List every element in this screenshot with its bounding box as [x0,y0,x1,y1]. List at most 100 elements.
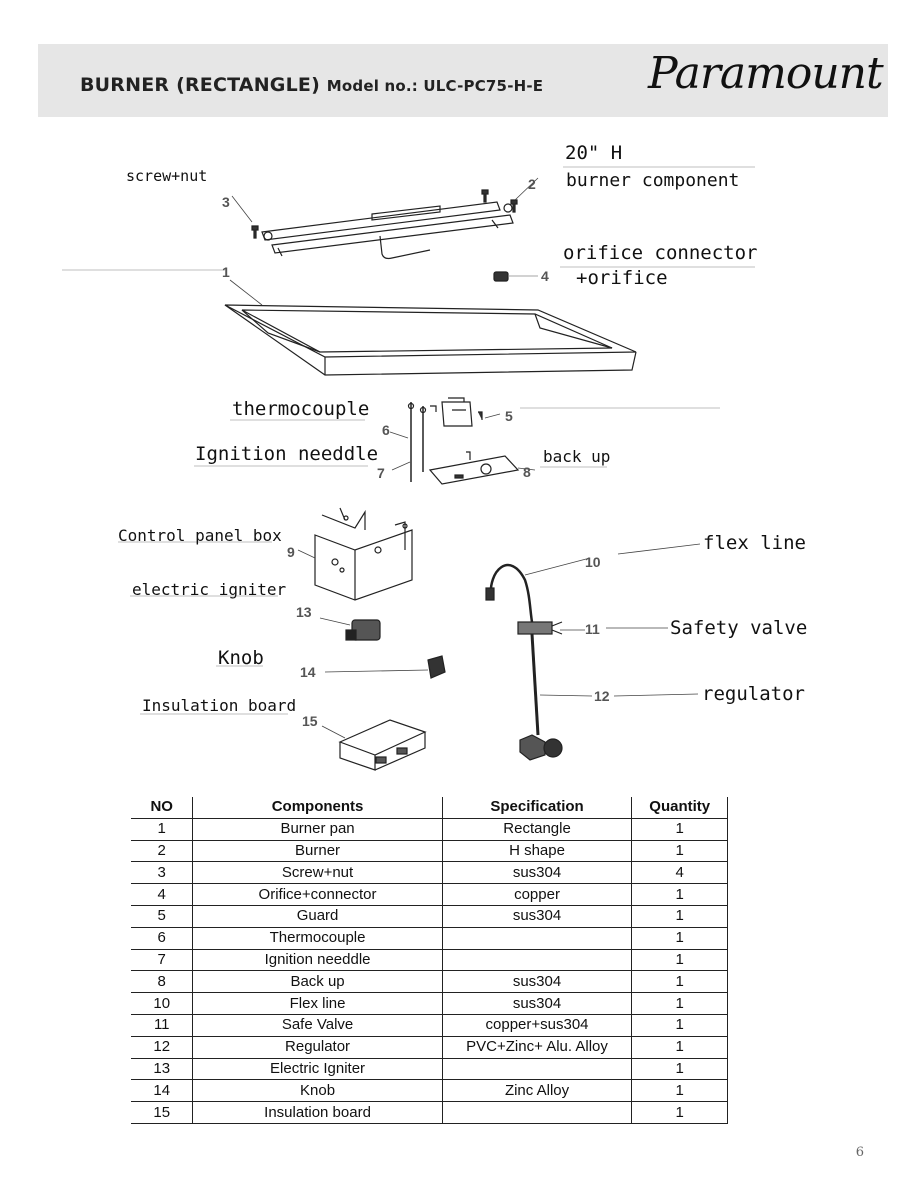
callout-12: 12 [594,688,610,704]
cell-qty: 1 [631,839,728,863]
cell-qty: 1 [631,883,728,906]
callout-15: 15 [302,713,318,729]
label-electric-igniter: electric igniter [132,580,287,599]
cell-no: 7 [131,948,194,972]
cell-qty: 1 [631,1101,728,1124]
label-knob: Knob [218,647,264,669]
label-ignition-needle: Ignition needdle [195,443,379,465]
burner-pan [224,304,637,376]
cell-no: 15 [131,1101,194,1124]
cell-no: 11 [131,1013,194,1037]
cell-spec: copper [441,883,633,906]
cell-component: Safe Valve [192,1013,443,1037]
header-quantity: Quantity [631,797,728,819]
cell-qty: 1 [631,1079,728,1103]
callout-2: 2 [528,176,536,192]
title-text: BURNER (RECTANGLE) [80,74,320,96]
cell-no: 6 [131,926,194,950]
model-number: Model no.: ULC-PC75-H-E [326,77,544,95]
cell-qty: 1 [631,904,728,928]
callout-5: 5 [505,408,513,424]
label-screw-nut: screw+nut [126,167,208,185]
cell-component: Insulation board [192,1101,443,1124]
cell-spec: Rectangle [441,817,633,841]
cell-spec [441,1057,633,1081]
label-insulation-board: Insulation board [142,696,297,715]
cell-no: 13 [131,1057,194,1081]
cell-spec: sus304 [441,904,633,928]
cell-qty: 1 [631,948,728,972]
callout-9: 9 [287,544,295,560]
label-safety-valve: Safety valve [670,617,808,639]
cell-spec [441,1101,633,1124]
cell-qty: 1 [631,1013,728,1037]
diagram-drawing [62,166,755,771]
label-control-panel-box: Control panel box [118,526,282,545]
callout-3: 3 [222,194,230,210]
cell-component: Screw+nut [192,861,443,885]
page-number: 6 [855,1145,864,1160]
cell-qty: 1 [631,926,728,950]
cell-component: Burner [192,839,443,863]
cell-component: Thermocouple [192,926,443,950]
label-back-up: back up [543,447,611,466]
cell-spec: Zinc Alloy [441,1079,633,1103]
insulation-board-drawing [338,719,427,771]
cell-qty: 1 [631,992,728,1015]
cell-spec: sus304 [441,992,633,1015]
burner-h-shape [261,201,514,260]
cell-qty: 1 [631,1035,728,1059]
cell-no: 8 [131,970,194,994]
exploded-diagram: screw+nut 20" H burner component orifice… [0,130,918,790]
label-regulator: regulator [702,683,805,705]
label-flex-line: flex line [703,532,806,554]
label-burner-size: 20" H [565,142,623,164]
callout-4: 4 [541,268,549,284]
cell-no: 14 [131,1079,194,1103]
cell-component: Ignition needdle [192,948,443,972]
page-header: BURNER (RECTANGLE) Model no.: ULC-PC75-H… [38,44,888,117]
callout-7: 7 [377,465,385,481]
cell-no: 2 [131,839,194,863]
cell-no: 10 [131,992,194,1015]
callout-10: 10 [585,554,601,570]
callout-8: 8 [523,464,531,480]
cell-qty: 1 [631,970,728,994]
cell-component: Electric Igniter [192,1057,443,1081]
cell-spec: sus304 [441,861,633,885]
cell-no: 4 [131,883,194,906]
cell-qty: 4 [631,861,728,885]
label-burner-component: burner component [566,170,740,191]
callout-6: 6 [382,422,390,438]
cell-spec [441,948,633,972]
header-components: Components [192,797,443,819]
label-thermocouple: thermocouple [232,398,370,420]
cell-qty: 1 [631,1057,728,1081]
cell-spec: H shape [441,839,633,863]
control-panel-box-drawing [314,507,413,601]
table-header-row: NO Components Specification Quantity [131,797,728,819]
cell-qty: 1 [631,817,728,841]
label-orifice-connector: orifice connector [563,242,758,264]
callout-13: 13 [296,604,312,620]
callout-14: 14 [300,664,316,680]
cell-spec [441,926,633,950]
cell-component: Knob [192,1079,443,1103]
cell-spec: sus304 [441,970,633,994]
cell-spec: PVC+Zinc+ Alu. Alloy [441,1035,633,1059]
cell-no: 5 [131,904,194,928]
cell-component: Regulator [192,1035,443,1059]
